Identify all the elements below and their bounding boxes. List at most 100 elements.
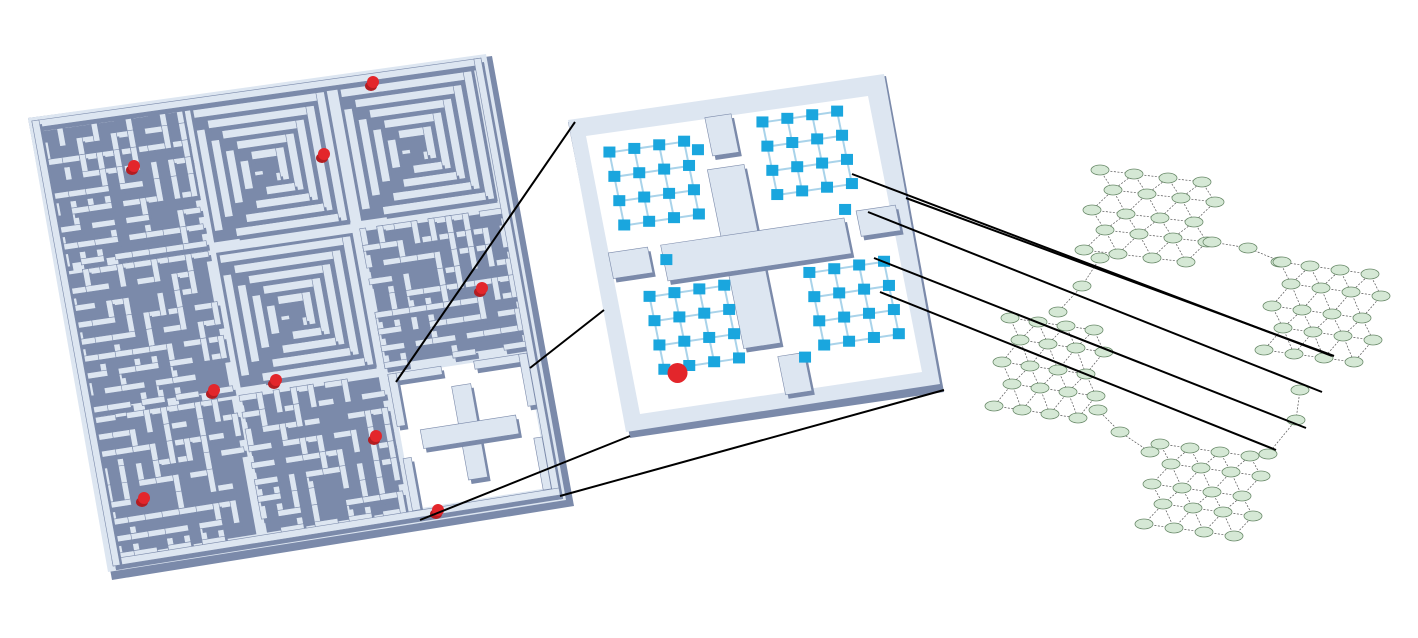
maze-labyrinth-wall xyxy=(170,175,182,200)
maze-labyrinth-wall xyxy=(84,185,110,196)
maze-spiral-wall xyxy=(442,98,466,180)
room-wall-left-stub xyxy=(607,246,654,279)
graph-node xyxy=(1202,486,1222,498)
state-square xyxy=(781,112,794,124)
maze-spiral-wall xyxy=(275,146,290,181)
graph-node xyxy=(1363,334,1383,346)
zoom-line-bottom-left xyxy=(419,435,631,521)
maze-spiral-wall xyxy=(196,128,224,232)
state-square xyxy=(831,105,844,117)
mapping-line-3 xyxy=(873,257,1307,429)
agent-marker xyxy=(208,384,220,396)
maze-spiral-wall xyxy=(251,294,270,349)
state-square xyxy=(693,283,706,295)
maze-labyrinth-wall xyxy=(256,492,282,503)
state-edge xyxy=(883,261,900,335)
state-square xyxy=(648,315,661,327)
state-square xyxy=(718,279,731,291)
state-square xyxy=(658,163,671,175)
maze-labyrinth-wall xyxy=(125,213,151,224)
graph-node xyxy=(1192,176,1212,188)
state-square xyxy=(653,339,666,351)
state-edge xyxy=(824,333,900,347)
maze-labyrinth-wall xyxy=(231,412,242,438)
maze-room-wall xyxy=(518,352,537,407)
state-edge xyxy=(811,115,829,188)
state-square xyxy=(687,184,700,196)
state-square xyxy=(806,109,819,121)
maze-labyrinth-wall xyxy=(116,263,128,288)
maze-labyrinth-wall xyxy=(150,258,162,283)
state-edge xyxy=(836,111,853,185)
maze-labyrinth-wall xyxy=(161,124,172,150)
state-square xyxy=(728,328,741,340)
state-edge xyxy=(786,118,804,192)
maze-spiral-wall xyxy=(265,182,297,196)
maze-spiral-wall xyxy=(321,263,346,346)
zoom-line-mid-left xyxy=(529,309,605,369)
maze-labyrinth-wall xyxy=(120,381,146,392)
state-square xyxy=(887,304,900,316)
state-square xyxy=(833,287,846,299)
graph-node xyxy=(1082,204,1102,216)
agent-marker xyxy=(318,148,330,160)
graph-node xyxy=(1030,382,1050,394)
maze-labyrinth-wall xyxy=(490,276,502,301)
state-square xyxy=(761,140,774,152)
maze-labyrinth-wall xyxy=(91,316,117,327)
state-edge xyxy=(761,122,779,196)
maze-labyrinth-wall xyxy=(360,390,386,401)
maze-labyrinth-wall xyxy=(119,180,144,191)
graph-node xyxy=(1272,256,1292,268)
maze-spiral-wall-side xyxy=(404,153,414,159)
state-edge xyxy=(808,272,826,346)
graph-node xyxy=(1038,338,1058,350)
maze-walls xyxy=(31,57,564,571)
state-square xyxy=(813,315,826,327)
state-edge xyxy=(649,284,725,298)
maze-spiral-wall xyxy=(386,138,401,169)
maze-room-wall xyxy=(387,372,406,427)
graph-node xyxy=(1140,446,1160,458)
graph-node xyxy=(1040,408,1060,420)
state-edge xyxy=(858,265,875,339)
maze-labyrinth-wall xyxy=(140,395,166,406)
graph-node xyxy=(1224,530,1244,542)
state-square xyxy=(673,311,686,323)
graph-node xyxy=(1251,470,1271,482)
graph-node xyxy=(1213,506,1233,518)
state-square xyxy=(628,142,641,154)
graph-node xyxy=(1108,248,1128,260)
maze-spiral-wall xyxy=(285,132,305,191)
graph-node xyxy=(1284,348,1304,360)
maze-labyrinth-wall xyxy=(250,458,276,470)
maze-spiral-wall xyxy=(280,314,291,321)
graph-node xyxy=(1068,412,1088,424)
maze-labyrinth-wall xyxy=(410,220,422,245)
state-edge xyxy=(654,308,730,323)
state-square xyxy=(811,133,824,145)
graph-node xyxy=(1090,164,1110,176)
graph-node xyxy=(1240,450,1260,462)
state-square xyxy=(756,116,769,128)
maze-labyrinth-wall xyxy=(377,325,403,336)
graph-node xyxy=(984,400,1004,412)
maze-spiral-wall xyxy=(343,107,371,211)
graph-node xyxy=(1172,482,1192,494)
state-square xyxy=(643,215,656,227)
graph-node xyxy=(1176,256,1196,268)
graph-node xyxy=(1086,390,1106,402)
zoom-lines xyxy=(395,121,945,521)
maze-spiral-wall xyxy=(301,316,308,326)
graph-node xyxy=(1254,344,1274,356)
state-square xyxy=(828,263,841,275)
graph-node xyxy=(1194,526,1214,538)
state-square-connector xyxy=(660,254,673,266)
graph-node xyxy=(1164,522,1184,534)
state-square xyxy=(703,331,716,343)
room-agent-marker xyxy=(667,362,688,383)
maze-labyrinth-wall xyxy=(467,245,479,270)
graph-node xyxy=(1303,326,1323,338)
graph-node xyxy=(1360,268,1380,280)
